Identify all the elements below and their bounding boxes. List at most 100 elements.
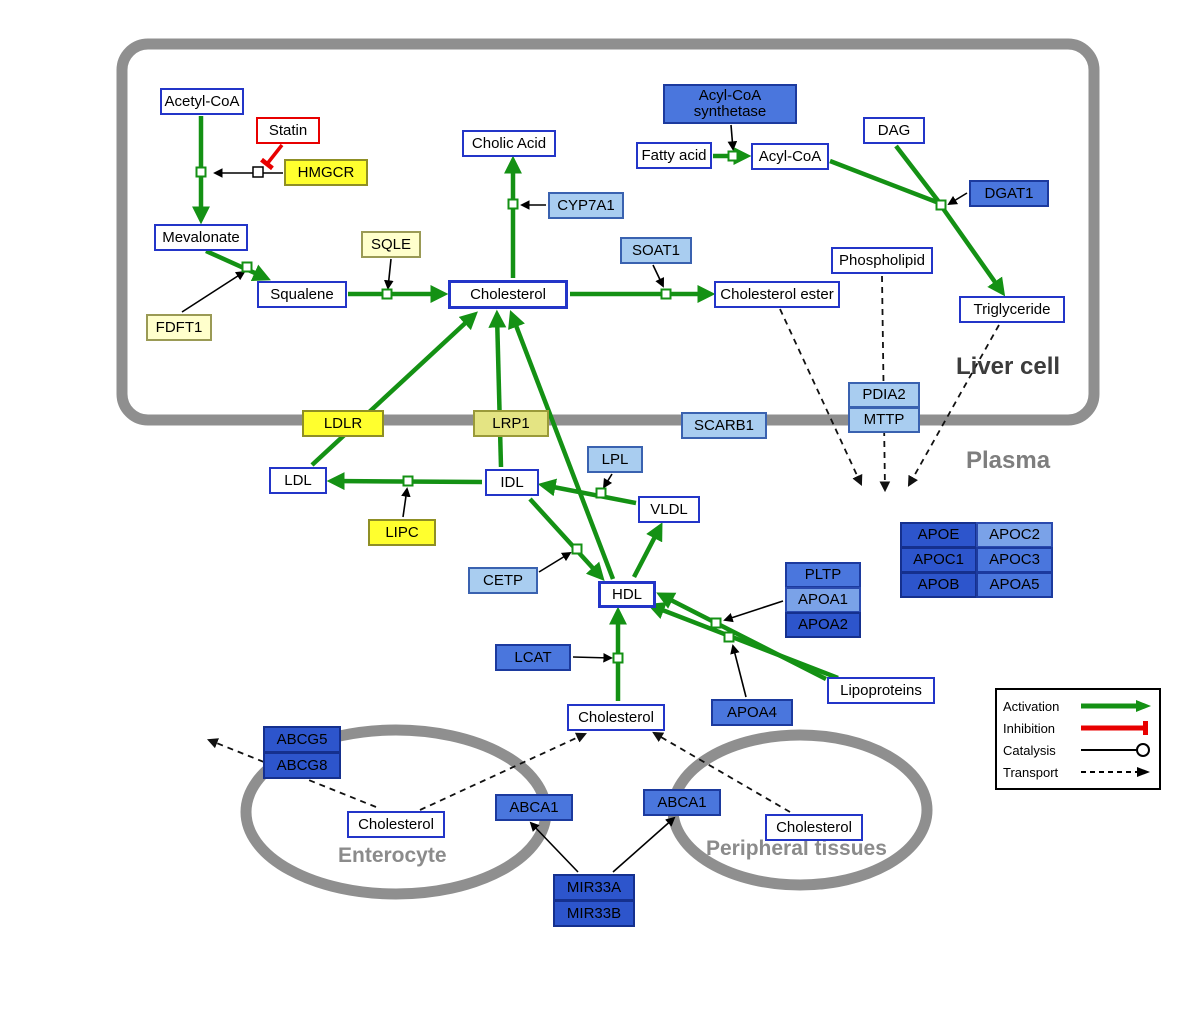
node-abca1-enterocyte[interactable]: ABCA1 (495, 794, 573, 821)
node-pdia2[interactable]: PDIA2 (848, 382, 920, 408)
catalysis-acylcoa-synthetase (727, 124, 738, 151)
enterocyte-label: Enterocyte (338, 844, 447, 867)
catalysis-fdft1 (181, 270, 246, 313)
node-abca1-peripheral[interactable]: ABCA1 (643, 789, 721, 816)
node-fdft1[interactable]: FDFT1 (146, 314, 212, 341)
legend-transport-label: Transport (1003, 764, 1059, 780)
catalysis-lpl (602, 473, 613, 489)
regulation-mir33-abca1-right (612, 816, 676, 873)
inhibition-target-square (252, 166, 264, 178)
regulation-mir33-abca1-left (529, 821, 579, 873)
node-lpl[interactable]: LPL (587, 446, 643, 473)
node-phospholipid[interactable]: Phospholipid (831, 247, 933, 274)
plasma-label: Plasma (966, 447, 1051, 474)
activation-arrow-icon (1081, 700, 1151, 712)
catalysis-lcat (572, 652, 613, 663)
transport-triglyceride-plasma (907, 324, 1000, 487)
edge-acylcoa-dgat1node (829, 158, 940, 206)
node-sqle[interactable]: SQLE (361, 231, 421, 258)
node-apoa1[interactable]: APOA1 (785, 587, 861, 613)
node-acyl-coa[interactable]: Acyl-CoA (751, 143, 829, 170)
node-abcg5[interactable]: ABCG5 (263, 726, 341, 753)
node-cholesterol-peripheral[interactable]: Cholesterol (765, 814, 863, 841)
edge-idl-cholesterol-via-lrp1 (488, 309, 507, 468)
node-cetp[interactable]: CETP (468, 567, 538, 594)
transport-enterocyte-cholesterol-out (419, 732, 587, 811)
node-abcg8[interactable]: ABCG8 (263, 752, 341, 779)
node-apob[interactable]: APOB (900, 572, 977, 598)
node-apoc2[interactable]: APOC2 (976, 522, 1053, 548)
node-acetyl-coa[interactable]: Acetyl-CoA (160, 88, 244, 115)
node-mevalonate[interactable]: Mevalonate (154, 224, 248, 251)
edge-hdl-cholesterol (508, 309, 616, 580)
liver-cell-label: Liver cell (956, 353, 1061, 380)
node-dgat1[interactable]: DGAT1 (969, 180, 1049, 207)
node-cyp7a1[interactable]: CYP7A1 (548, 192, 624, 219)
edge-vldl-idl (537, 478, 637, 506)
node-apoa2[interactable]: APOA2 (785, 612, 861, 638)
transport-dashed-arrow-icon (1081, 767, 1150, 777)
catalysis-lipc (401, 487, 411, 518)
edge-lipoproteins-hdl-lower (646, 602, 839, 681)
node-soat1[interactable]: SOAT1 (620, 237, 692, 264)
node-cholic-acid[interactable]: Cholic Acid (462, 130, 556, 157)
node-vldl[interactable]: VLDL (638, 496, 700, 523)
node-cholesterol-ester[interactable]: Cholesterol ester (714, 281, 840, 308)
node-triglyceride[interactable]: Triglyceride (959, 296, 1065, 323)
node-lipc[interactable]: LIPC (368, 519, 436, 546)
edge-idl-hdl-via-cetp (528, 497, 605, 581)
catalysis-dgat1 (947, 192, 968, 206)
legend-catalysis: Catalysis (1003, 739, 1153, 761)
inhibition-statin-hmgcr (260, 143, 284, 171)
transport-peripheral-cholesterol-out (652, 731, 791, 813)
node-ldl[interactable]: LDL (269, 467, 327, 494)
node-hmgcr[interactable]: HMGCR (284, 159, 368, 186)
edge-mevalonate-squalene (205, 248, 271, 282)
catalysis-sqle (384, 258, 394, 290)
node-statin[interactable]: Statin (256, 117, 320, 144)
legend-transport: Transport (1003, 761, 1153, 783)
node-scarb1[interactable]: SCARB1 (681, 412, 767, 439)
node-lrp1[interactable]: LRP1 (473, 410, 549, 437)
node-cholesterol-enterocyte[interactable]: Cholesterol (347, 811, 445, 838)
node-squalene[interactable]: Squalene (257, 281, 347, 308)
catalysis-circle-icon (1081, 743, 1150, 757)
node-fatty-acid[interactable]: Fatty acid (636, 142, 712, 169)
legend-activation-label: Activation (1003, 698, 1060, 714)
edge-hdl-vldl (632, 522, 663, 579)
node-cholesterol-liver[interactable]: Cholesterol (448, 280, 568, 309)
node-cholesterol-plasma[interactable]: Cholesterol (567, 704, 665, 731)
node-apoa5[interactable]: APOA5 (976, 572, 1053, 598)
legend: Activation Inhibition Catalysis Transpor… (995, 688, 1161, 790)
node-apoc3[interactable]: APOC3 (976, 547, 1053, 573)
node-lcat[interactable]: LCAT (495, 644, 571, 671)
catalysis-edges (181, 124, 968, 873)
catalysis-cetp (538, 551, 572, 573)
edge-dgat1node-triglyceride (940, 205, 1006, 297)
inhibition-bar-icon (1081, 721, 1148, 735)
node-hdl[interactable]: HDL (598, 581, 656, 608)
node-mir33a[interactable]: MIR33A (553, 874, 635, 901)
node-mir33b[interactable]: MIR33B (553, 900, 635, 927)
node-lipoproteins[interactable]: Lipoproteins (827, 677, 935, 704)
legend-activation: Activation (1003, 695, 1153, 717)
node-mttp[interactable]: MTTP (848, 407, 920, 433)
node-apoa4[interactable]: APOA4 (711, 699, 793, 726)
edge-ldl-cholesterol-via-ldlr (310, 311, 478, 467)
peripheral-tissues-label: Peripheral tissues (706, 837, 887, 860)
catalysis-apoa4 (730, 644, 747, 698)
inhibition-edges (252, 143, 284, 178)
catalysis-pltp-apoa (723, 600, 784, 623)
node-apoc1[interactable]: APOC1 (900, 547, 977, 573)
node-pltp[interactable]: PLTP (785, 562, 861, 588)
node-ldlr[interactable]: LDLR (302, 410, 384, 437)
edge-dag-dgat1node (894, 144, 941, 204)
node-acyl-coa-synthetase[interactable]: Acyl-CoA synthetase (663, 84, 797, 124)
legend-inhibition-label: Inhibition (1003, 720, 1056, 736)
node-idl[interactable]: IDL (485, 469, 539, 496)
legend-catalysis-label: Catalysis (1003, 742, 1056, 758)
node-dag[interactable]: DAG (863, 117, 925, 144)
node-apoe[interactable]: APOE (900, 522, 977, 548)
